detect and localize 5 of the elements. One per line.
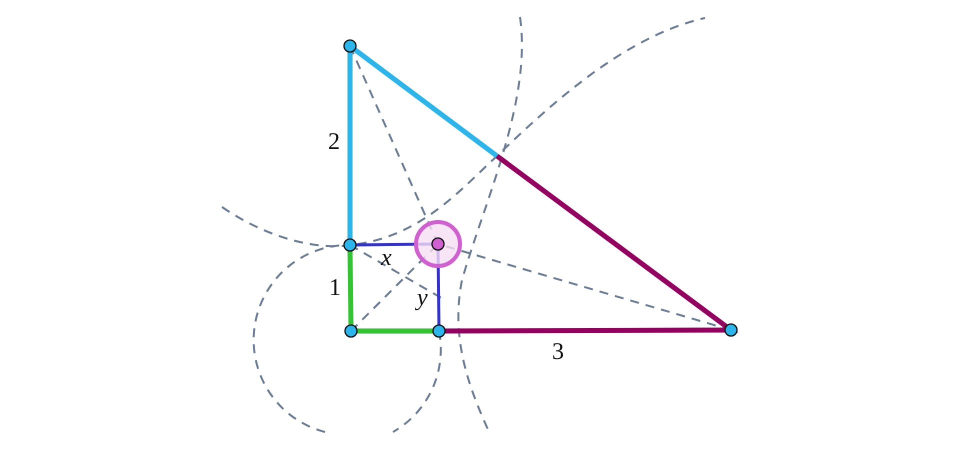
variable-label: x bbox=[381, 246, 392, 270]
length-label: 2 bbox=[328, 130, 340, 154]
length-label: 3 bbox=[552, 340, 564, 364]
length-label: 1 bbox=[329, 276, 341, 300]
variable-label: y bbox=[417, 286, 428, 310]
